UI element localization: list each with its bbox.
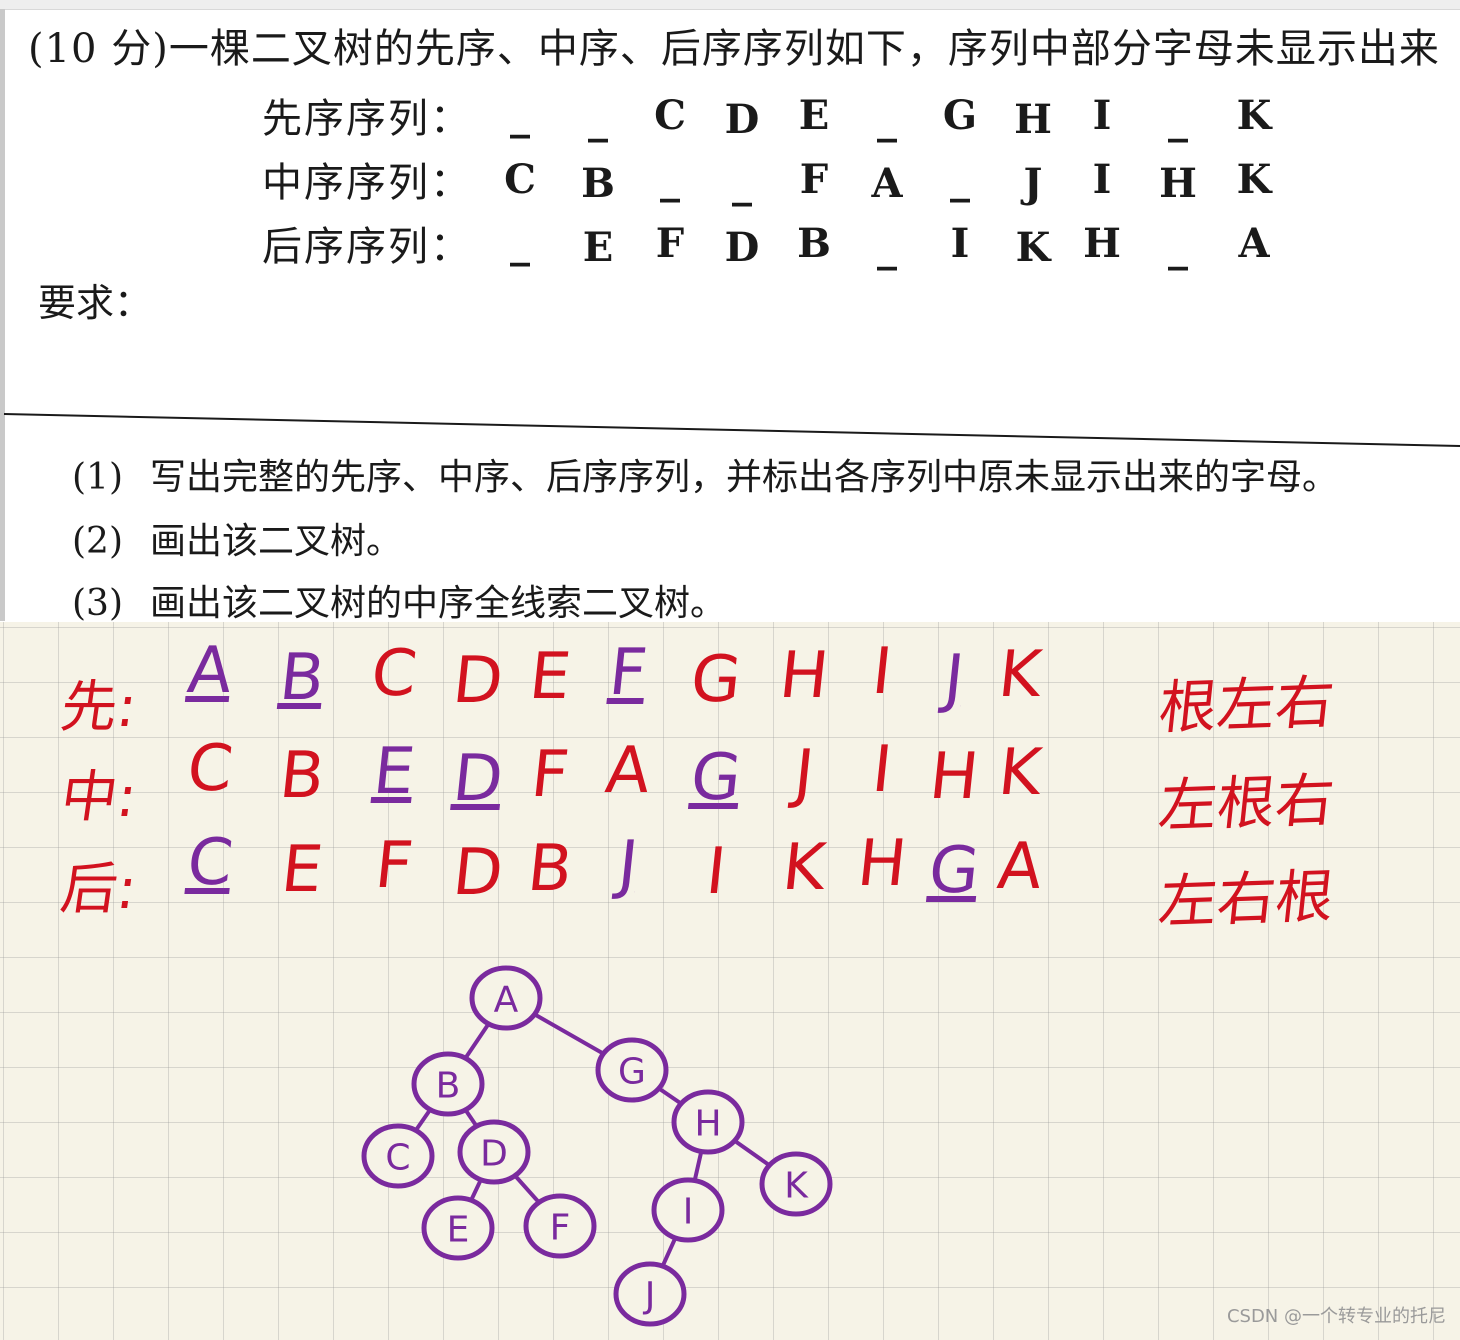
tree-node-circle (595, 1037, 669, 1103)
tree-node-circle (523, 1193, 597, 1259)
printed-seq-cell: J (1023, 160, 1043, 207)
tree-node-circle (469, 965, 543, 1031)
tree-node-label: H (694, 1104, 721, 1145)
printed-seq-cell: K (1236, 92, 1272, 139)
tree-node-label: J (643, 1276, 656, 1317)
printed-seq-cell: C (654, 92, 686, 139)
printed-seq-cell: _ (732, 160, 752, 207)
tree-node-circle (671, 1089, 745, 1155)
printed-seq-cell: H (1014, 96, 1052, 143)
requirement-2: (2) 画出该二叉树。 (72, 512, 402, 564)
tree-node-circle (457, 1119, 531, 1185)
tree-node-label: B (436, 1066, 461, 1107)
inorder-label: 中序序列： (262, 160, 472, 206)
tree-node-label: A (494, 980, 519, 1021)
requirement-1-number: (1) (72, 457, 123, 498)
printed-seq-cell: _ (510, 92, 530, 139)
page-edge (0, 9, 5, 621)
tree-node-circle (651, 1177, 725, 1243)
printed-seq-cell: _ (950, 156, 970, 203)
tree-node-label: G (618, 1052, 646, 1093)
printed-seq-cell: _ (1168, 224, 1188, 271)
tree-node-circle (361, 1123, 435, 1189)
postorder-label: 后序序列： (262, 224, 472, 270)
requirement-1-text: 写出完整的先序、中序、后序序列，并标出各序列中原未显示出来的字母。 (150, 457, 1339, 498)
tree-node-label: K (784, 1166, 809, 1207)
printed-seq-cell: _ (510, 220, 530, 267)
binary-tree-drawing: A B G C D H E F I K J (361, 965, 833, 1327)
preorder-label: 先序序列： (262, 96, 472, 142)
tree-node-label: E (447, 1210, 470, 1251)
printed-seq-cell: _ (877, 96, 897, 143)
tree-node-circle (613, 1261, 687, 1327)
printed-seq-cell: _ (588, 96, 608, 143)
tree-node-circle (421, 1195, 495, 1261)
watermark: CSDN @一个转专业的托尼 (1226, 1306, 1446, 1327)
printed-seq-cell: _ (877, 224, 897, 271)
printed-seq-cell: H (1083, 220, 1121, 267)
requirement-2-number: (2) (72, 521, 123, 562)
printed-seq-cell: K (1015, 224, 1051, 271)
printed-seq-cell: I (950, 220, 970, 267)
printed-seq-cell: B (581, 160, 615, 207)
printed-seq-cell: B (797, 220, 831, 267)
printed-seq-cell: D (724, 224, 760, 271)
tree-node-circle (411, 1051, 485, 1117)
printed-seq-cell: F (655, 220, 685, 267)
printed-seq-cell: I (1092, 92, 1112, 139)
printed-seq-cell: E (798, 92, 830, 139)
printed-seq-cell: _ (660, 156, 680, 203)
printed-seq-cell: A (1238, 220, 1270, 267)
separator-line (3, 413, 1460, 447)
requirements-label: 要求： (38, 281, 153, 325)
requirement-3-number: (3) (72, 583, 123, 624)
requirement-1: (1) 写出完整的先序、中序、后序序列，并标出各序列中原未显示出来的字母。 (72, 448, 1338, 500)
printed-seq-cell: F (799, 156, 829, 203)
printed-seq-cell: H (1159, 160, 1197, 207)
printed-seq-cell: D (724, 96, 760, 143)
printed-seq-cell: K (1236, 156, 1272, 203)
tree-node-label: C (385, 1138, 410, 1179)
printed-seq-cell: C (504, 156, 536, 203)
tree-node-circle (759, 1151, 833, 1217)
tree-node-label: D (480, 1134, 508, 1175)
requirement-3-text: 画出该二叉树的中序全线索二叉树。 (150, 583, 727, 624)
tree-node-label: F (550, 1208, 571, 1249)
printed-seq-cell: I (1092, 156, 1112, 203)
window-top-strip (0, 0, 1460, 10)
tree-node-label: I (683, 1192, 694, 1233)
printed-seq-cell: _ (1168, 96, 1188, 143)
requirement-3: (3) 画出该二叉树的中序全线索二叉树。 (72, 574, 726, 626)
printed-seq-cell: G (942, 92, 978, 139)
printed-seq-cell: A (871, 160, 903, 207)
printed-seq-cell: E (582, 224, 614, 271)
requirement-2-text: 画出该二叉树。 (150, 521, 403, 562)
question-title: (10 分)一棵二叉树的先序、中序、后序序列如下，序列中部分字母未显示出来 (28, 26, 1440, 72)
